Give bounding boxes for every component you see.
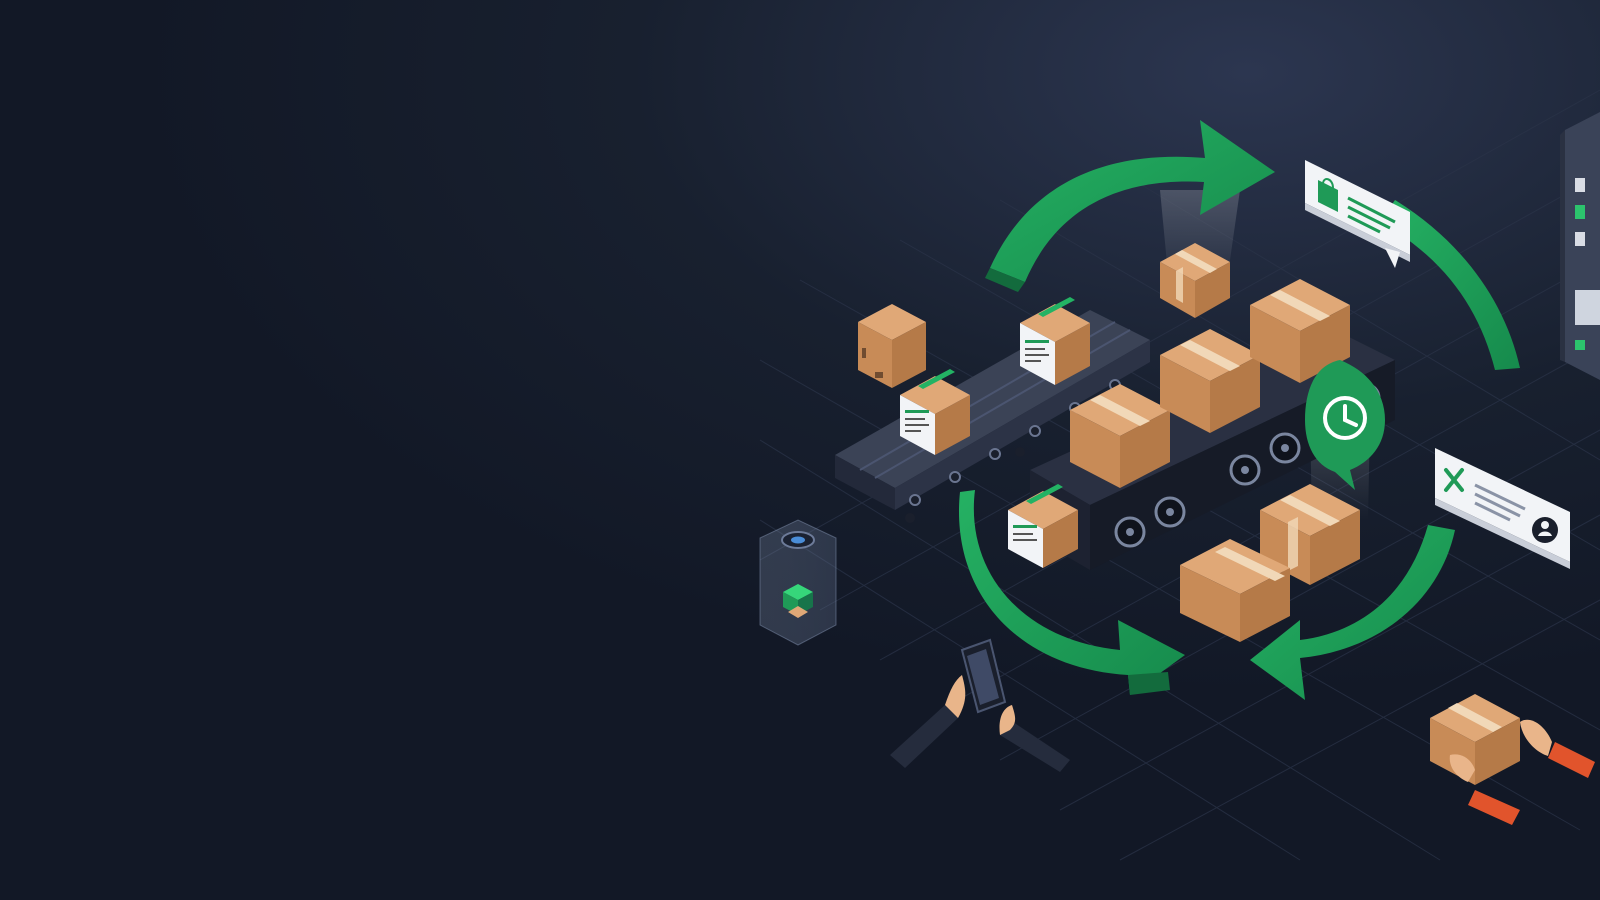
package-icon (1260, 484, 1360, 585)
package-icon (1070, 384, 1170, 488)
package-icon (858, 304, 926, 388)
server-rack (1560, 112, 1600, 380)
cycle-arrow-top-shadow (985, 268, 1025, 292)
shopping-bag-icon (1318, 178, 1338, 212)
package-icon (900, 369, 970, 455)
hands-delivering-package (1430, 694, 1595, 825)
package-icon (1180, 539, 1290, 642)
clock-badge (1305, 360, 1385, 490)
hands-holding-phone (890, 638, 1070, 772)
storage-pod (759, 519, 837, 646)
cycle-arrow-right (1380, 200, 1520, 370)
package-icon (1250, 279, 1350, 383)
cycle-arrow-bottom-right (1250, 525, 1455, 700)
cycle-arrow-top (990, 120, 1275, 282)
cycle-arrow-bottom-left (958, 490, 1185, 695)
user-icon (1532, 517, 1558, 543)
package-icon (1160, 329, 1260, 433)
package-icon (1160, 243, 1230, 318)
order-notification-card (1305, 160, 1410, 268)
spreadsheet-notification-card (1435, 448, 1570, 569)
package-icon (1008, 484, 1078, 568)
clock-icon (1323, 396, 1367, 440)
phone-icon (960, 638, 1007, 714)
excel-icon (1444, 468, 1464, 492)
cycle-arrow-bottom-left-side (1128, 672, 1170, 695)
package-icon (1020, 297, 1090, 385)
sync-arrows-icon (958, 120, 1520, 700)
package-icon (1430, 694, 1520, 785)
